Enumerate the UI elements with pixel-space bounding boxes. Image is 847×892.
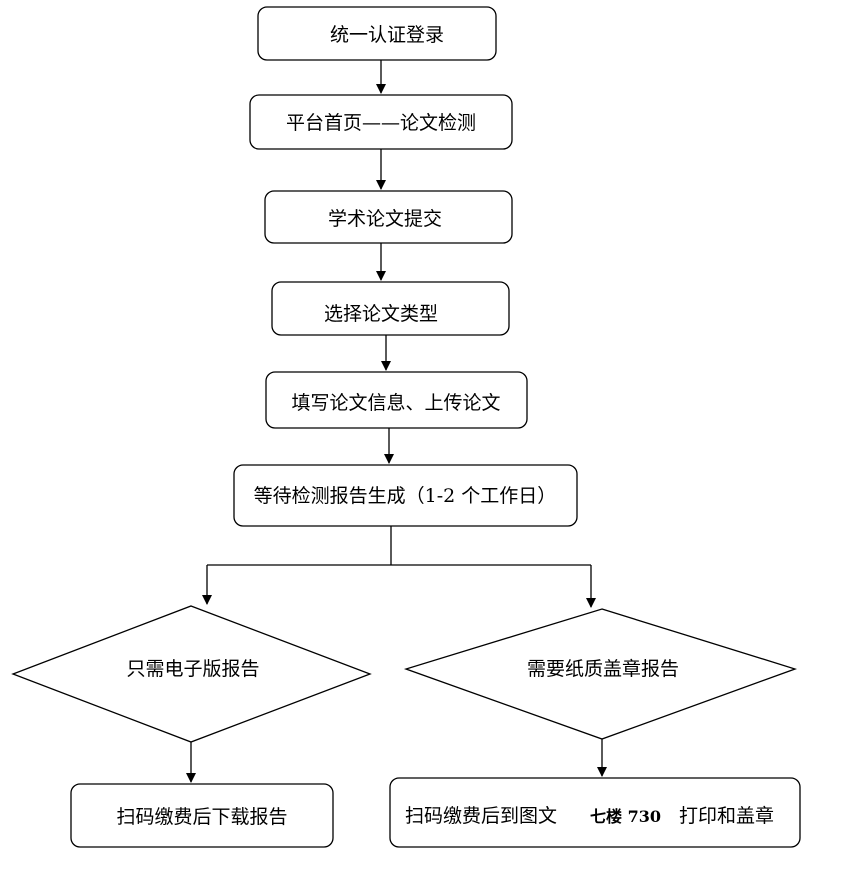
decision-electronic: 只需电子版报告: [11, 605, 372, 743]
step-choose-type-label: 选择论文类型: [324, 303, 438, 325]
action-print-location-label: 七楼 730: [590, 807, 661, 826]
action-print-suffix-label: 打印和盖章: [679, 805, 774, 827]
step-wait-report: 等待检测报告生成（1-2 个工作日）: [233, 464, 578, 527]
step-wait-report-label: 等待检测报告生成（1-2 个工作日）: [254, 485, 557, 507]
step-submit: 学术论文提交: [264, 190, 513, 244]
step-homepage-label: 平台首页——论文检测: [286, 112, 476, 134]
step-login: 统一认证登录: [257, 6, 497, 61]
action-download-label: 扫码缴费后下载报告: [116, 806, 287, 828]
action-print-stamp: 扫码缴费后到图文 七楼 730 打印和盖章: [389, 777, 801, 848]
step-choose-type: 选择论文类型: [271, 281, 510, 336]
step-homepage: 平台首页——论文检测: [249, 94, 513, 150]
action-download: 扫码缴费后下载报告: [70, 783, 334, 848]
step-login-label: 统一认证登录: [330, 24, 444, 46]
step-submit-label: 学术论文提交: [328, 208, 442, 230]
action-print-prefix-label: 扫码缴费后到图文: [405, 805, 557, 827]
step-fill-upload: 填写论文信息、上传论文: [265, 371, 528, 429]
decision-electronic-label: 只需电子版报告: [126, 658, 259, 680]
step-fill-upload-label: 填写论文信息、上传论文: [291, 392, 500, 414]
decision-paper: 需要纸质盖章报告: [403, 608, 798, 740]
decision-paper-label: 需要纸质盖章报告: [527, 658, 679, 680]
